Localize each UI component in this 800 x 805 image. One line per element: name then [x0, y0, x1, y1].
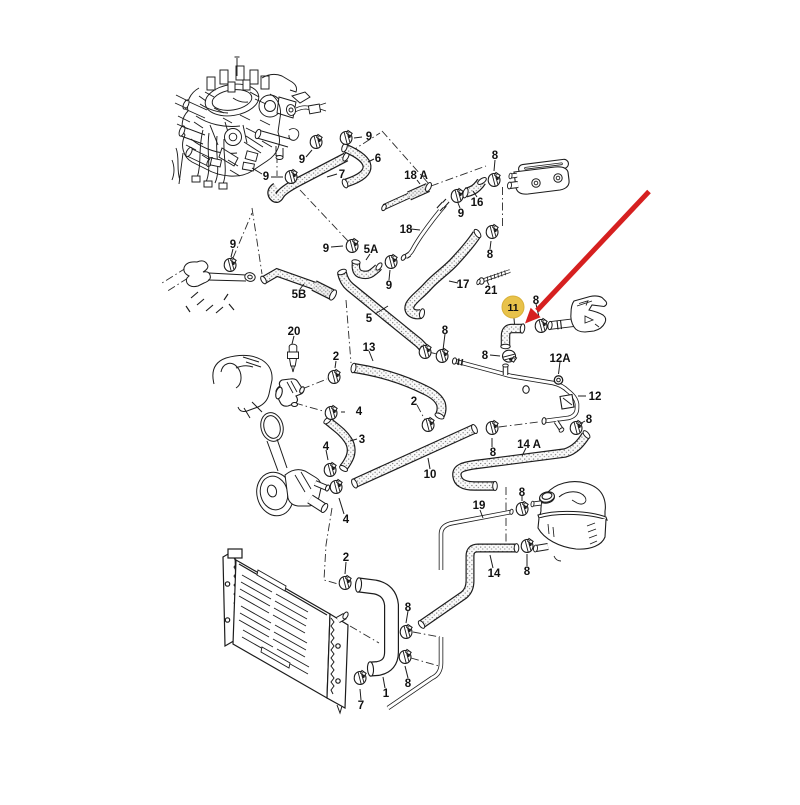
- svg-text:7: 7: [339, 169, 345, 181]
- svg-text:8: 8: [492, 150, 499, 162]
- svg-text:5: 5: [366, 313, 373, 325]
- svg-text:8: 8: [482, 350, 489, 362]
- svg-text:19: 19: [473, 500, 486, 512]
- svg-text:8: 8: [533, 295, 540, 307]
- svg-text:8: 8: [524, 566, 531, 578]
- svg-text:5B: 5B: [292, 289, 307, 301]
- svg-text:8: 8: [405, 678, 412, 690]
- svg-text:9: 9: [458, 208, 464, 220]
- svg-text:8: 8: [490, 447, 497, 459]
- svg-text:2: 2: [411, 396, 417, 408]
- svg-text:8: 8: [487, 249, 494, 261]
- svg-text:7: 7: [358, 700, 364, 712]
- svg-text:8: 8: [405, 602, 412, 614]
- svg-text:9: 9: [263, 171, 269, 183]
- svg-text:14: 14: [488, 568, 501, 580]
- svg-text:2: 2: [333, 351, 339, 363]
- svg-text:9: 9: [323, 243, 329, 255]
- svg-text:1: 1: [383, 688, 390, 700]
- svg-text:4: 4: [356, 406, 363, 418]
- svg-text:9: 9: [230, 239, 236, 251]
- svg-text:17: 17: [457, 279, 470, 291]
- svg-text:5A: 5A: [364, 244, 379, 256]
- svg-text:8: 8: [519, 487, 526, 499]
- svg-text:2: 2: [343, 552, 349, 564]
- svg-text:8: 8: [442, 325, 449, 337]
- svg-text:9: 9: [386, 280, 392, 292]
- svg-text:10: 10: [424, 469, 437, 481]
- svg-text:3: 3: [359, 434, 365, 446]
- svg-text:8: 8: [586, 414, 593, 426]
- svg-text:4: 4: [323, 441, 330, 453]
- svg-text:11: 11: [507, 302, 518, 314]
- svg-text:14 A: 14 A: [517, 439, 541, 451]
- svg-text:18 A: 18 A: [404, 170, 428, 182]
- svg-text:18: 18: [400, 224, 413, 236]
- svg-text:12A: 12A: [549, 353, 570, 365]
- svg-text:13: 13: [363, 342, 376, 354]
- svg-text:4: 4: [343, 514, 350, 526]
- svg-text:20: 20: [288, 326, 301, 338]
- svg-text:6: 6: [375, 153, 381, 165]
- svg-text:9: 9: [366, 131, 372, 143]
- svg-text:9: 9: [299, 154, 305, 166]
- svg-text:21: 21: [485, 285, 498, 297]
- svg-text:12: 12: [589, 391, 602, 403]
- svg-text:16: 16: [471, 197, 484, 209]
